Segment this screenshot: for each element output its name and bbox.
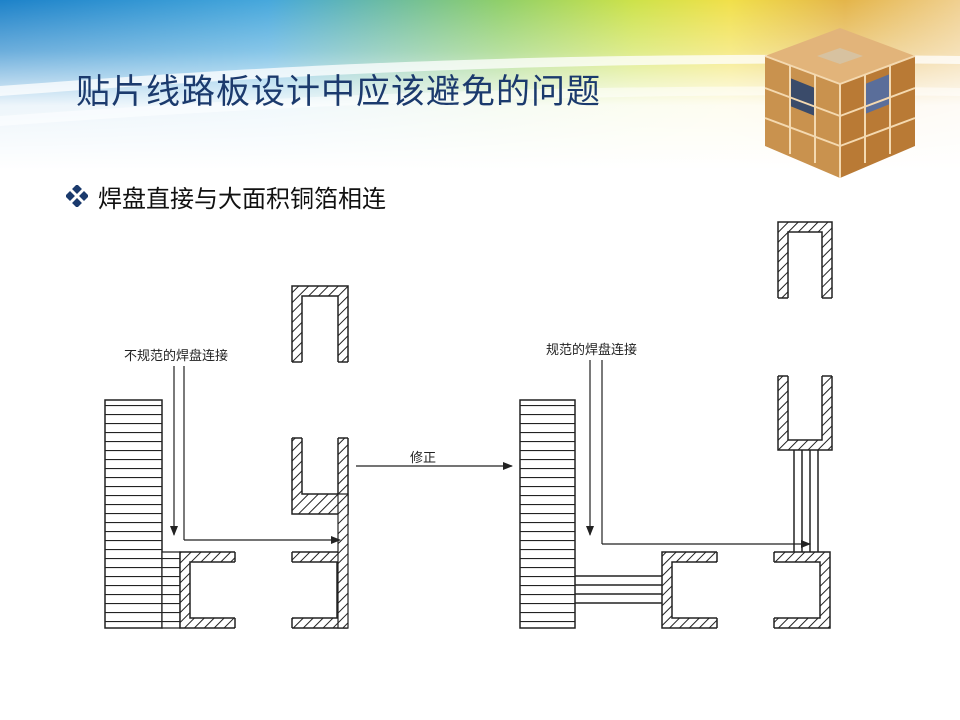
copper-area-left	[104, 399, 163, 629]
bullet-item: 焊盘直接与大面积铜箔相连	[66, 176, 386, 216]
trace-left	[337, 493, 349, 629]
pad-vertical-right	[772, 221, 838, 451]
fix-arrow: 修正	[356, 451, 513, 470]
copper-bridge-left	[161, 551, 181, 629]
copper-area-right	[519, 399, 576, 629]
pad-vertical-left	[286, 285, 354, 515]
good-layout: 规范的焊盘连接	[519, 221, 838, 634]
diamond-bullet-icon	[66, 185, 88, 207]
cube-logo-icon	[764, 28, 916, 178]
label-bad: 不规范的焊盘连接	[124, 348, 228, 364]
thermal-spokes-vertical	[793, 450, 819, 552]
thermal-spokes-horizontal	[575, 575, 662, 604]
pad-horizontal-left	[179, 546, 348, 634]
pad-horizontal-right	[661, 546, 831, 634]
bullet-text: 焊盘直接与大面积铜箔相连	[98, 184, 386, 213]
bad-layout: 不规范的焊盘连接	[104, 285, 354, 634]
page-title: 贴片线路板设计中应该避免的问题	[76, 72, 601, 112]
label-good: 规范的焊盘连接	[546, 342, 637, 358]
label-fix: 修正	[410, 451, 436, 466]
